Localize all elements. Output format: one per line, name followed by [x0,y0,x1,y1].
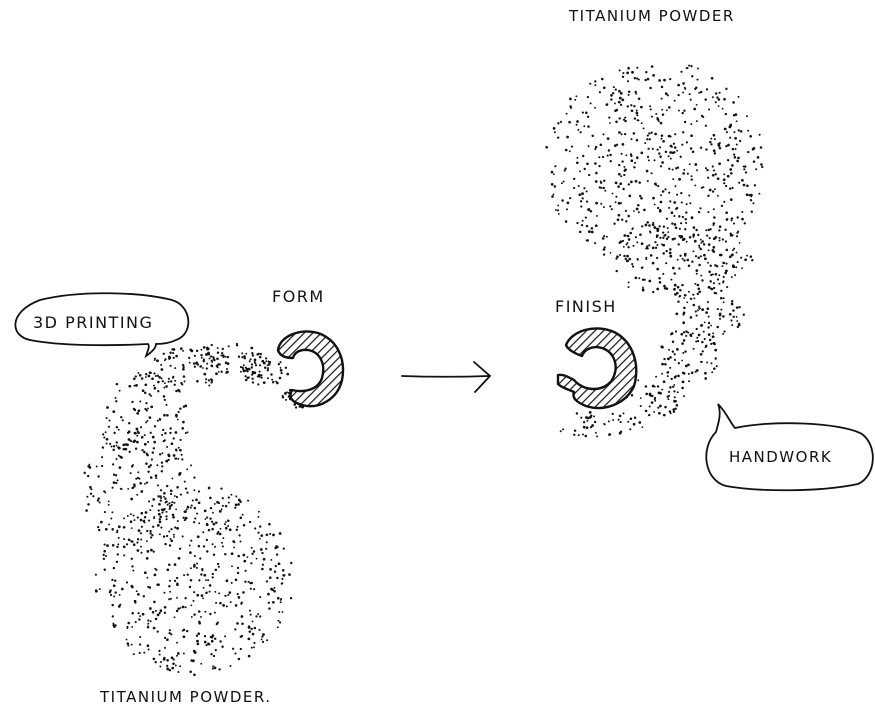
form-part-shape [278,332,343,407]
process-arrow [402,362,490,392]
powder-cloud-left [83,343,316,676]
titanium-powder-label-top: TITANIUM POWDER [569,9,735,24]
powder-cloud-right [545,65,763,438]
finish-part-shape [558,328,636,408]
3d-printing-label: 3D PRINTING [33,315,153,331]
finish-label: FINISH [555,299,617,315]
handwork-label: HANDWORK [729,450,832,465]
titanium-powder-label-bottom: TITANIUM POWDER. [100,690,272,705]
form-label: FORM [272,289,325,305]
